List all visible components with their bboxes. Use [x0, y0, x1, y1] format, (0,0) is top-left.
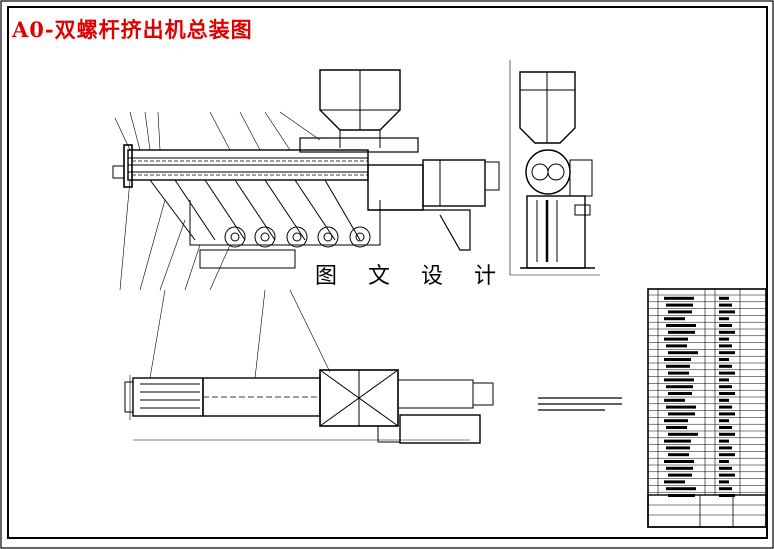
side-motor — [569, 159, 593, 197]
table-cell-text — [719, 453, 735, 457]
inner-border — [7, 6, 768, 539]
table-cell-text — [666, 303, 693, 307]
table-cell-text — [719, 405, 732, 409]
side-hopper — [519, 71, 576, 144]
side-view — [509, 60, 600, 276]
table-cell-text — [666, 446, 690, 450]
table-cell-text — [719, 426, 732, 429]
table-cell-text — [719, 439, 729, 443]
table-cell-text — [666, 385, 693, 389]
blower-1 — [224, 226, 246, 248]
table-cell-text — [719, 330, 735, 334]
table-cell-text — [664, 419, 688, 423]
table-cell-text — [719, 480, 729, 484]
table-cell-text — [668, 432, 698, 436]
blower-3 — [286, 226, 308, 248]
table-cell-text — [666, 405, 696, 409]
side-stand — [526, 195, 586, 269]
parts-list — [647, 288, 767, 528]
table-cell-text — [719, 371, 735, 375]
table-cell-text — [719, 303, 732, 307]
table-cell-text — [719, 344, 732, 348]
table-cell-text — [664, 439, 691, 443]
table-cell-text — [719, 337, 729, 341]
table-cell-text — [666, 466, 693, 470]
table-cell-text — [666, 426, 687, 429]
top-motor — [399, 414, 481, 444]
blower-5 — [349, 226, 371, 248]
motor-front — [422, 159, 486, 207]
table-cell-text — [719, 473, 735, 477]
gearbox — [367, 164, 424, 211]
motor-end — [484, 161, 500, 191]
table-cell-text — [664, 337, 688, 341]
table-cell-text — [719, 466, 732, 470]
table-cell-text — [668, 412, 695, 416]
table-cell-text — [664, 317, 685, 321]
table-cell-text — [664, 480, 685, 484]
table-cell-text — [664, 378, 694, 382]
feeder — [299, 137, 419, 153]
table-cell-text — [668, 351, 698, 355]
table-cell-text — [668, 453, 689, 457]
drawing-title: A0-双螺杆挤出机总装图 — [12, 17, 253, 42]
table-cell-text — [664, 398, 685, 402]
table-cell-text — [719, 317, 729, 321]
table-cell-text — [719, 351, 735, 355]
base — [199, 249, 296, 269]
table-cell-text — [719, 432, 735, 436]
technical-notes — [538, 397, 622, 411]
table-cell-text — [719, 398, 729, 402]
table-cell-text — [668, 392, 692, 395]
table-cell-text — [668, 310, 692, 314]
table-cell-text — [719, 392, 735, 395]
table-cell-text — [719, 364, 732, 368]
table-cell-text — [719, 419, 729, 423]
top-gearbox — [397, 379, 474, 409]
blower-2 — [254, 226, 276, 248]
table-cell-text — [719, 296, 729, 300]
table-cell-text — [666, 364, 690, 368]
table-cell-text — [719, 310, 735, 314]
table-cell-text — [719, 446, 732, 450]
parts-table-rows — [648, 294, 766, 497]
table-cell-text — [668, 330, 695, 334]
front-view — [112, 69, 500, 291]
table-cell-text — [668, 473, 692, 477]
table-cell-text — [719, 358, 729, 361]
parts-table — [647, 288, 767, 528]
blower-4 — [317, 226, 339, 248]
table-cell-text — [666, 487, 696, 491]
table-cell-text — [719, 324, 732, 327]
table-cell-text — [719, 487, 732, 491]
table-cell-text — [719, 412, 735, 416]
table-cell-text — [664, 358, 691, 361]
watermark: 图 文 设 计 — [315, 264, 508, 289]
die-nozzle — [112, 165, 125, 179]
table-cell-text — [668, 371, 689, 375]
table-cell-text — [719, 385, 732, 389]
top-view — [124, 289, 494, 444]
table-cell-text — [719, 378, 729, 382]
table-cell-text — [664, 460, 694, 463]
table-cell-text — [719, 460, 729, 463]
table-cell-text — [664, 296, 694, 300]
table-cell-text — [666, 344, 687, 348]
title-block — [647, 494, 767, 528]
table-cell-text — [666, 324, 696, 327]
